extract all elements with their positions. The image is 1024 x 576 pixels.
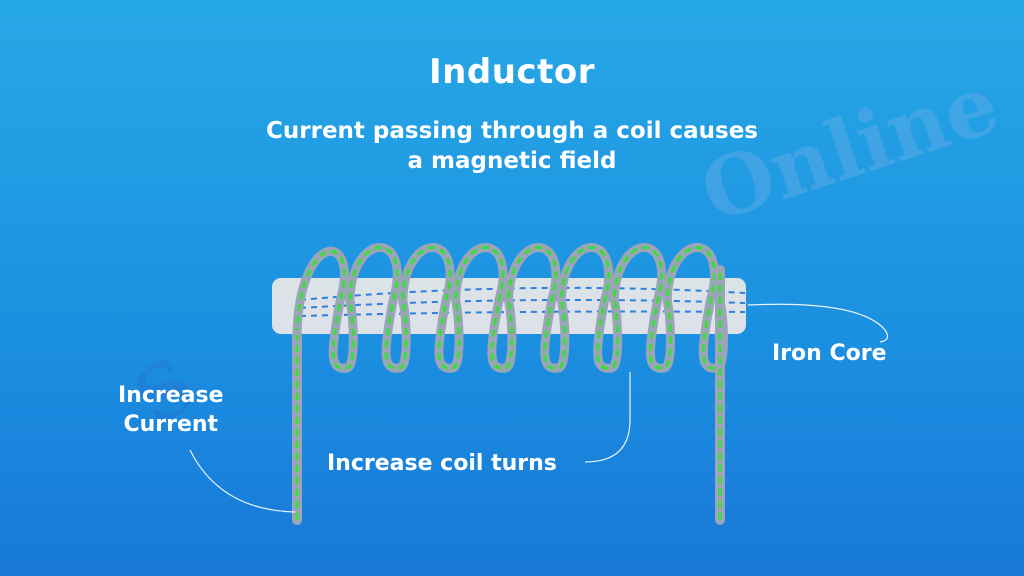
- leader-line-turns: [584, 372, 631, 463]
- flux-line-2: [299, 298, 746, 309]
- flux-line-1: [299, 286, 746, 301]
- label-iron-core: Iron Core: [772, 341, 887, 366]
- flux-line-3: [299, 310, 746, 317]
- leader-line-current: [189, 449, 296, 513]
- label-increase-coil-turns: Increase coil turns: [327, 451, 557, 476]
- label-increase-current-line1: Increase: [118, 383, 224, 408]
- leader-line-core: [747, 303, 889, 343]
- diagram-title: Inductor: [429, 52, 595, 92]
- subtitle-line-1: Current passing through a coil causes: [266, 118, 758, 144]
- subtitle-line-2: a magnetic field: [407, 148, 617, 174]
- coil-current-dashes: [295, 246, 725, 370]
- label-increase-current-line2: Current: [123, 412, 219, 437]
- coil-wire: [292, 243, 728, 373]
- label-increase-current: Increase Current: [118, 381, 224, 439]
